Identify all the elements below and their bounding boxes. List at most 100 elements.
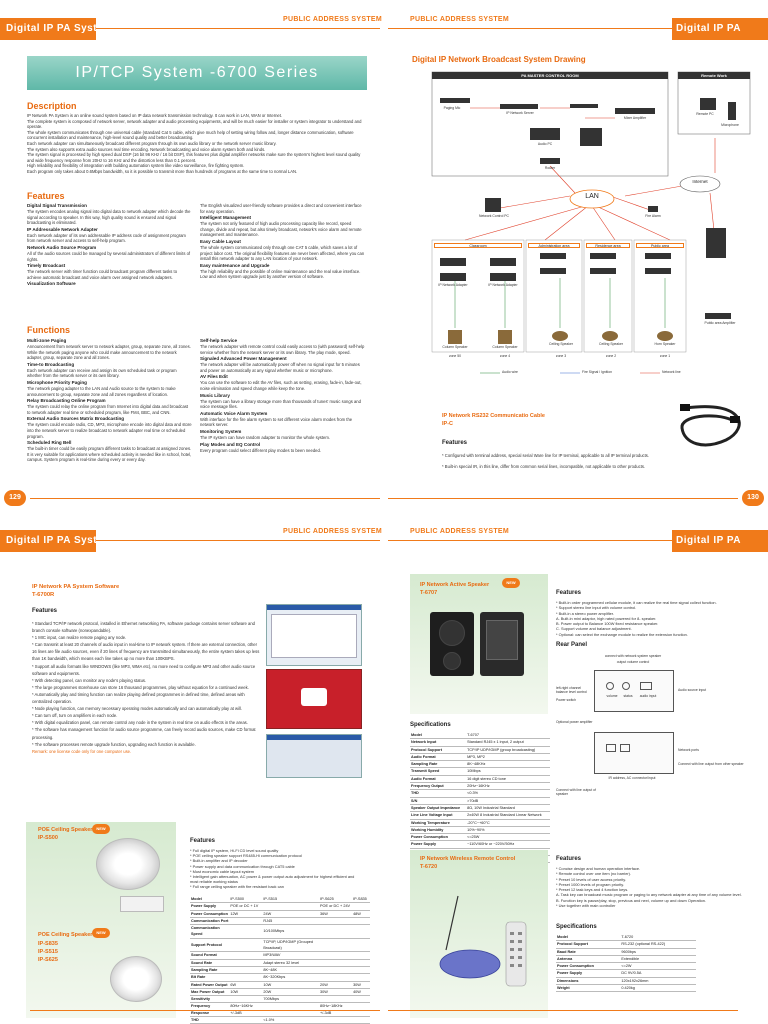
spec-cell: Weight: [556, 984, 621, 993]
spec-cell: [319, 966, 353, 975]
spec-cell: Sensitivity: [190, 995, 230, 1004]
device-label: Horn Speaker: [654, 342, 676, 346]
spec-cell: THD: [410, 789, 467, 798]
spec-cell: Model: [190, 896, 230, 904]
rear-panel-diagram: connect with network system speaker outp…: [556, 652, 752, 814]
spec-cell: [229, 959, 263, 967]
remote-feature: * Preset 12 task keys and 4 function key…: [556, 887, 629, 893]
spec-cell: 80Hz~16KHz +/-3dB: [229, 1002, 263, 1018]
header-rule: [388, 540, 672, 541]
remote-title: IP Network Wireless Remote Control: [420, 856, 516, 862]
feature-item: * The software has management function f…: [32, 727, 256, 740]
feature-text: The English visualized user-friendly sof…: [200, 203, 362, 214]
spec-cell: [319, 1016, 353, 1024]
speaker-feature: A. Built-in mini adaptor, high rated pow…: [556, 615, 657, 621]
spec-cell: Communication Port: [190, 917, 230, 926]
spec-cell: 0.420kg: [620, 984, 696, 993]
function-text: The system could relay the online progra…: [27, 404, 189, 415]
spec-cell: [352, 966, 370, 975]
header-rule: [96, 28, 380, 29]
spec-cell: DC 9V/0.5A: [620, 969, 696, 978]
description-line: IP Network PA System is an online sound …: [27, 113, 283, 118]
page-number: 129: [4, 490, 26, 506]
function-title: Automatic Voice Alarm System: [200, 410, 268, 416]
spec-cell: T-6707: [466, 732, 550, 740]
spec-cell: <=2W: [620, 962, 696, 971]
remote-feature: * Preset 10 levels of user access priori…: [556, 876, 626, 882]
footer-rule: [388, 1010, 738, 1011]
spec-cell: 10%~90%: [466, 826, 550, 835]
software-features: * Standard TCP/IP network protocol, inst…: [32, 620, 260, 755]
spec-cell: MP3, MP2: [466, 753, 550, 762]
spec-cell: [319, 924, 353, 939]
zone-label: zone 2: [605, 354, 617, 358]
device-label: Network Control PC: [479, 214, 509, 218]
function-title: Time-to Broadcasting: [27, 361, 75, 367]
spec-cell: Model: [410, 732, 467, 740]
spec-cell: 9600bps: [620, 948, 696, 956]
spec-cell: <1.0%: [262, 1016, 320, 1024]
spec-cell: [229, 938, 263, 953]
new-badge: NEW: [92, 928, 110, 938]
spec-cell: Network Input: [410, 738, 467, 747]
rear-label: output volume control: [616, 660, 650, 664]
device-label: Public area Amplifier: [704, 321, 736, 325]
poe-feature: * Full range ceiling speaker with fire r…: [190, 884, 284, 890]
feature-item: * The software processes remote upgrade …: [32, 741, 196, 747]
new-badge: NEW: [502, 578, 520, 588]
footer-rule: [388, 498, 738, 499]
spec-cell: 40W: [352, 988, 370, 997]
zone-header: Public area: [636, 243, 684, 248]
spec-cell: [319, 973, 353, 982]
spec-cell: 30W: [352, 981, 370, 989]
features-heading: Features: [27, 191, 65, 201]
spec-cell: MP3/WAV: [262, 951, 320, 960]
spec-cell: 2x40W 8 Industrial Standard Linear Netwo…: [466, 811, 550, 820]
zone-label: zone 1: [659, 354, 671, 358]
spec-cell: Frequency Output: [410, 782, 467, 791]
spec-row: Sensitivity 700Mbps: [190, 995, 370, 1004]
page-number: 130: [742, 490, 764, 506]
feature-item: * Support all audio formats like WINDOWS…: [32, 663, 256, 676]
spec-cell: [319, 951, 353, 960]
spec-cell: [229, 966, 263, 975]
device-label: Column Speaker: [492, 345, 518, 349]
spec-cell: Bit Rate: [190, 973, 230, 982]
rear-label: Audio source input: [678, 688, 707, 692]
spec-cell: [229, 917, 263, 926]
remote-feature: * Use together with main controller: [556, 903, 616, 909]
device-label: IP Network Server: [506, 111, 534, 115]
page-130: PUBLIC ADDRESS SYSTEM Digital IP PA Syst…: [384, 0, 768, 512]
spec-cell: [352, 959, 370, 967]
device-label: IP Network Adapter: [438, 283, 468, 287]
function-title: Monitoring System: [200, 428, 242, 434]
spec-cell: [262, 1002, 320, 1018]
spec-cell: Support Protocol: [190, 938, 230, 953]
spec-cell: 700Mbps: [262, 995, 320, 1004]
rear-label: volume: [606, 694, 618, 698]
function-text: With interface for the fire alarm system…: [200, 416, 353, 428]
speaker-feature: * Support stereo line input with volume …: [556, 605, 637, 611]
features-left-column: Digital Signal Transmission The system e…: [27, 203, 192, 287]
network-port-icon: [620, 744, 630, 752]
device-label: Microphone: [721, 123, 739, 127]
spec-cell: Working Temperature: [410, 819, 467, 827]
header-rule: [388, 28, 672, 29]
function-text: Every program could select different pla…: [200, 447, 321, 453]
page-132: PUBLIC ADDRESS SYSTEM Digital IP PA Syst…: [384, 512, 768, 1024]
feature-text: The whole system communicated only throu…: [200, 244, 365, 262]
header-band: [0, 530, 96, 552]
spec-cell: 10W: [262, 981, 320, 989]
spec-cell: 6W: [229, 981, 263, 989]
spec-cell: Power Supply: [556, 969, 621, 978]
cable-feature: * Configured with terminal address, spec…: [442, 453, 650, 458]
feature-title: Intelligent Management: [200, 215, 252, 221]
